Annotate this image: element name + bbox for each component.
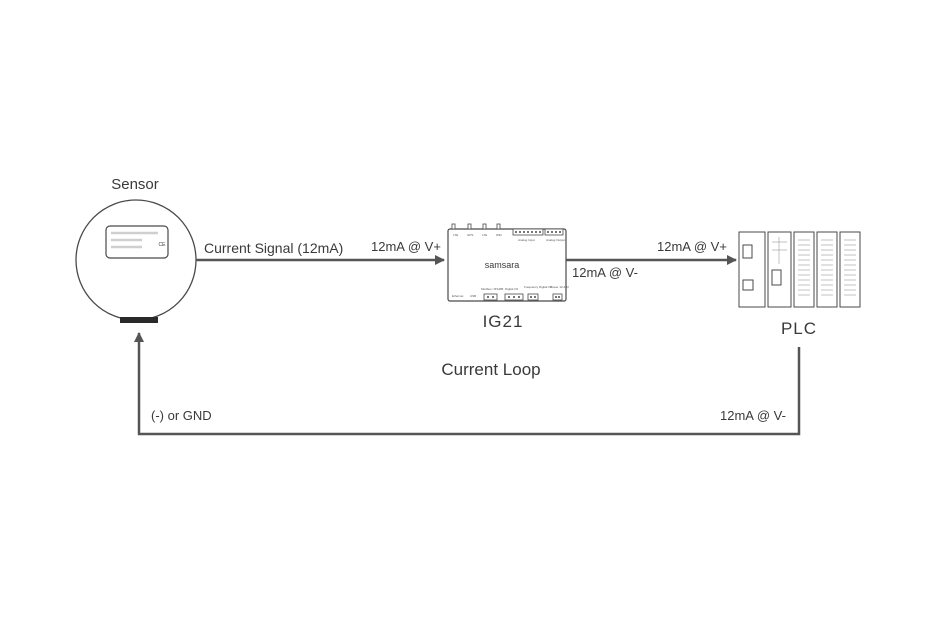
sensor-connector — [120, 317, 158, 323]
svg-text:Power 12-48V: Power 12-48V — [550, 285, 569, 289]
plc-device — [738, 231, 861, 308]
ce-mark-icon: CE — [159, 242, 167, 248]
svg-text:Analog Output: Analog Output — [546, 238, 565, 242]
plc-input-label: 12mA @ V+ — [657, 239, 727, 254]
svg-text:Digital I/O: Digital I/O — [505, 287, 519, 291]
plc-io-module — [839, 231, 861, 308]
plc-label: PLC — [781, 319, 817, 338]
signal-label: Current Signal (12mA) — [204, 240, 343, 256]
ig21-return-label: 12mA @ V- — [572, 265, 638, 280]
plc-io-module — [793, 231, 815, 308]
ig21-device: LTE GPS LTE WiFi Analog Input Analog Out… — [447, 223, 569, 331]
plc-cpu-module — [738, 231, 766, 308]
svg-text:USB: USB — [470, 294, 476, 298]
return-loop-line — [134, 332, 801, 436]
ig21-body — [447, 228, 567, 302]
svg-text:GPS: GPS — [467, 233, 473, 237]
sensor-body — [75, 199, 197, 321]
ig21-input-label: 12mA @ V+ — [371, 239, 441, 254]
svg-text:WiFi: WiFi — [496, 233, 502, 237]
sensor-title: Sensor — [111, 176, 159, 193]
plc-io-module — [816, 231, 838, 308]
svg-text:Frequency Digital I/O: Frequency Digital I/O — [524, 285, 553, 289]
plc-return-label: 12mA @ V- — [720, 408, 786, 423]
svg-text:Ethernet: Ethernet — [452, 294, 464, 298]
ig21-label: IG21 — [483, 312, 524, 331]
sensor: Sensor CE — [75, 176, 197, 323]
samsara-logo: samsara — [485, 260, 520, 270]
loop-title: Current Loop — [441, 360, 540, 379]
svg-text:Analog Input: Analog Input — [518, 238, 535, 242]
svg-text:Modbus / RS485: Modbus / RS485 — [481, 287, 504, 291]
svg-text:LTE: LTE — [453, 233, 458, 237]
svg-text:LTE: LTE — [482, 233, 487, 237]
ground-label: (-) or GND — [151, 408, 212, 423]
